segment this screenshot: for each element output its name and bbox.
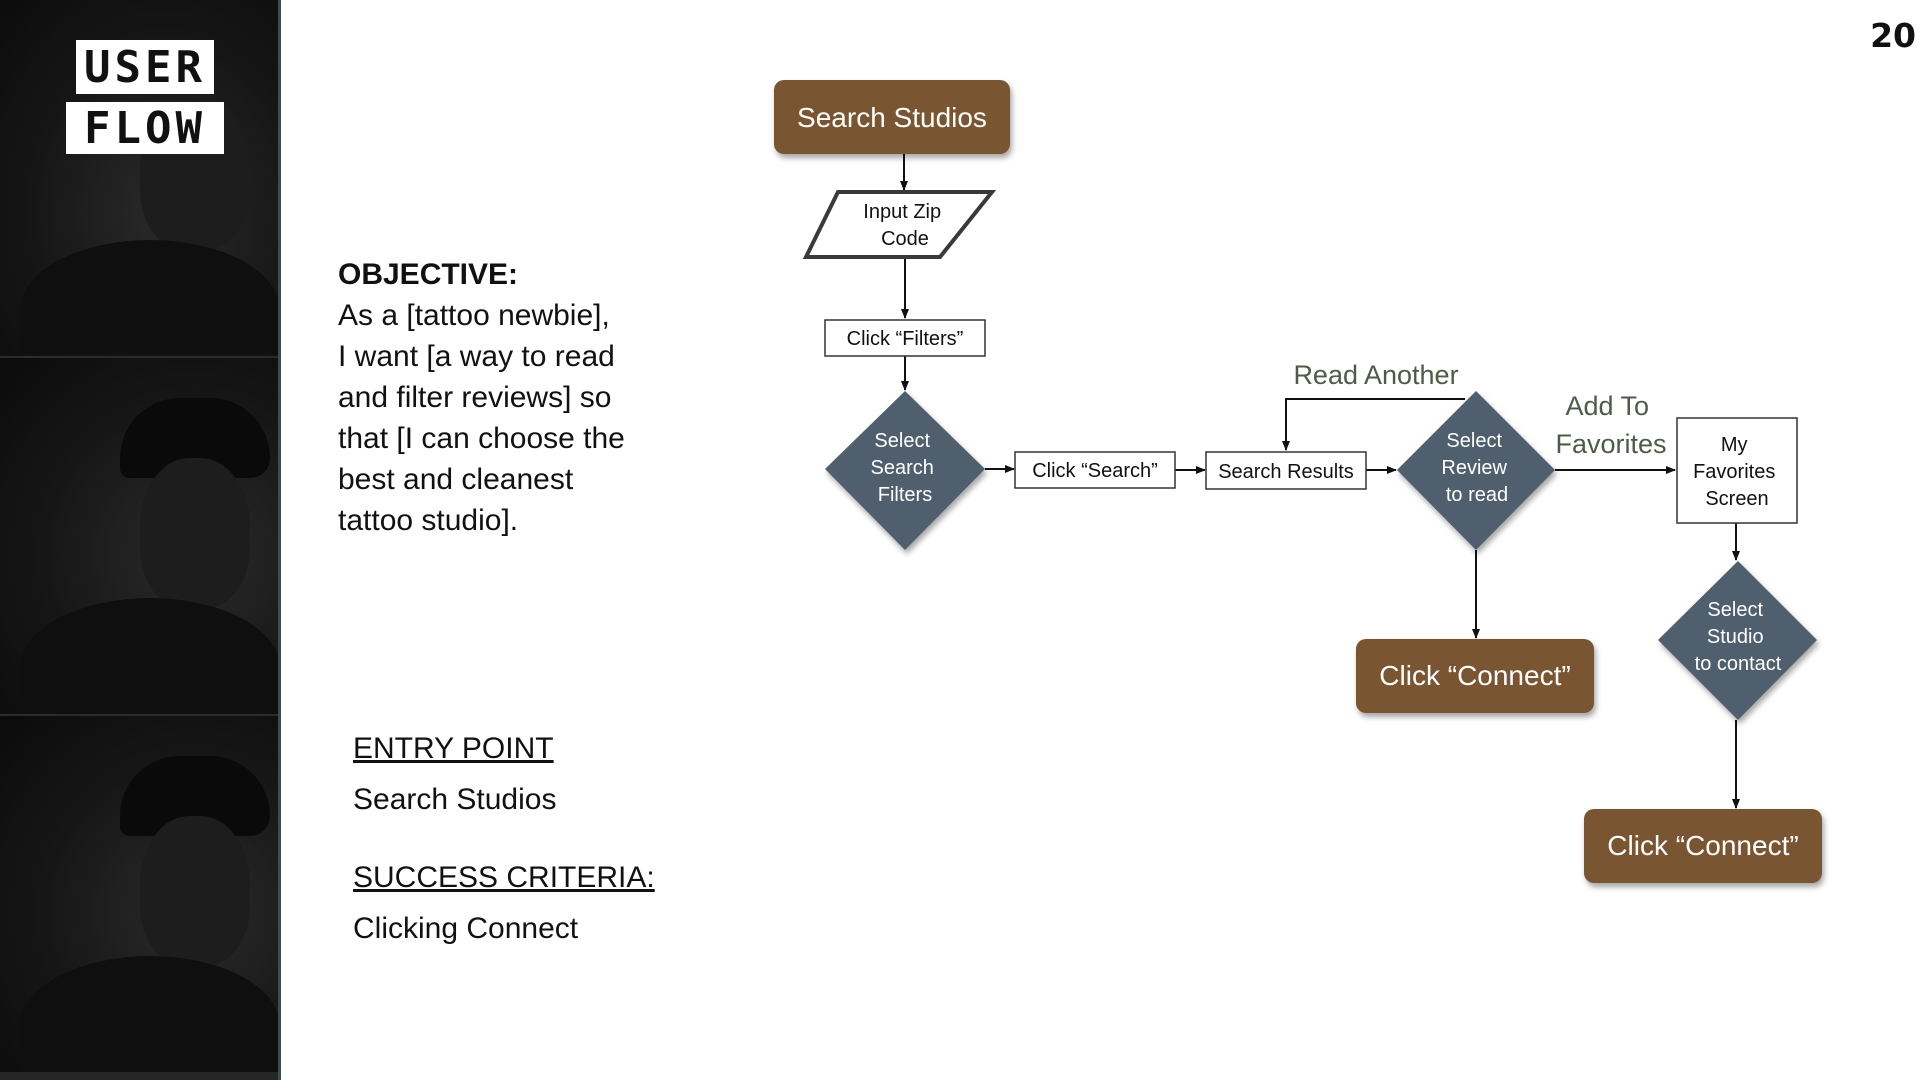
svg-text:Click “Connect”: Click “Connect” [1607,830,1798,861]
node-search-results: Search Results [1205,451,1367,490]
objective-block: OBJECTIVE: As a [tattoo newbie], I want … [338,254,678,541]
svg-text:Select Studio to c: Select Studio to contact [1695,599,1782,675]
svg-text:Click “Connect”: Click “Connect” [1379,660,1570,691]
edge-label-read-another: Read Another [1293,360,1458,390]
svg-text:Click “Filters”: Click “Filters” [847,328,964,350]
node-click-connect-2: Click “Connect” [1584,809,1822,883]
logo-word-user: USER [76,40,214,94]
entry-point-value: Search Studios [353,783,557,816]
node-click-search: Click “Search” [1014,451,1176,489]
node-select-search-filters: Select Search Filters [825,391,985,550]
page-number: 20 [1870,16,1916,55]
node-click-filters: Click “Filters” [824,319,986,357]
objective-line: that [I can choose the [338,422,625,455]
objective-title: OBJECTIVE: [338,258,519,291]
svg-text:Search Results: Search Results [1218,461,1354,483]
node-input-zip: Input Zip Code [802,190,997,259]
sidebar-photo-strip: USER FLOW [0,0,281,1080]
node-my-favorites: My Favorites Screen [1676,417,1798,524]
success-criteria-value: Clicking Connect [353,912,579,945]
node-select-review: Select Review to read [1397,391,1555,550]
svg-text:Input Zip Code: Input Zip Code [863,201,946,250]
entry-point-label: ENTRY POINT [353,732,554,765]
svg-text:Search Studios: Search Studios [797,102,987,133]
svg-text:My Favorites Scree: My Favorites Screen [1693,434,1781,510]
svg-text:Click “Search”: Click “Search” [1032,460,1158,482]
objective-line: As a [tattoo newbie], [338,299,610,332]
node-select-studio: Select Studio to contact [1658,561,1817,720]
edge-label-add-to-favorites: Add To Favorites [1555,391,1666,459]
sidebar-photo-panel [0,714,278,1072]
success-criteria-label: SUCCESS CRITERIA: [353,861,655,894]
svg-text:Select Search Filt: Select Search Filters [871,430,940,506]
sidebar-photo-panel [0,356,278,714]
objective-line: I want [a way to read [338,340,615,373]
objective-line: tattoo studio]. [338,504,519,537]
svg-text:Select Review to r: Select Review to read [1441,430,1512,506]
edge-read-another-loop [1282,398,1465,451]
node-click-connect-1: Click “Connect” [1356,639,1594,713]
node-search-studios: Search Studios [774,80,1010,154]
objective-line: and filter reviews] so [338,381,612,414]
logo-word-flow: FLOW [66,102,224,154]
objective-line: best and cleanest [338,463,574,496]
